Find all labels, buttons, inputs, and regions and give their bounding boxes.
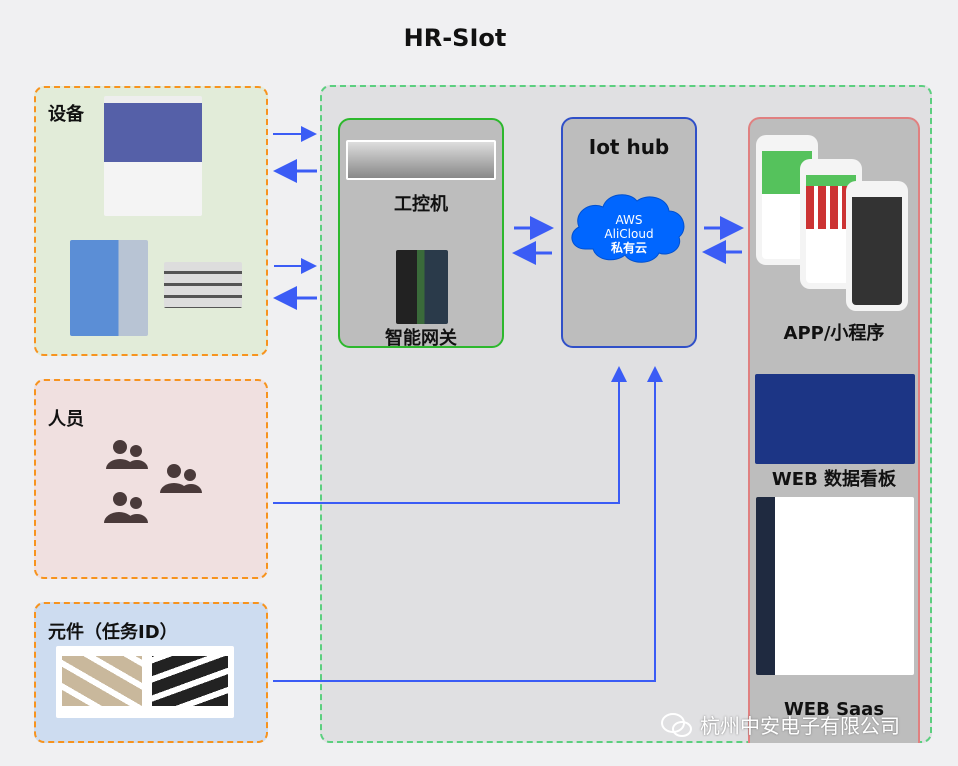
applications-box: APP/小程序 WEB 数据看板 WEB Saas bbox=[748, 117, 920, 743]
watermark: 杭州中安电子有限公司 bbox=[660, 710, 900, 739]
gateway-image bbox=[396, 250, 448, 324]
components-image bbox=[56, 646, 234, 718]
wechat-icon bbox=[661, 712, 692, 737]
cloud-icon bbox=[571, 194, 685, 263]
power-supply-image bbox=[164, 262, 242, 308]
people-icon bbox=[104, 440, 202, 523]
smart-gateway-label: 智能网关 bbox=[385, 328, 457, 349]
watermark-text: 杭州中安电子有限公司 bbox=[700, 714, 900, 738]
equipment-label: 设备 bbox=[48, 104, 84, 125]
cloud-aws-label: AWS bbox=[615, 213, 643, 227]
test-chamber-image bbox=[104, 96, 202, 216]
arrow-components-to-hub bbox=[273, 366, 663, 682]
components-box: 元件（任务ID） bbox=[34, 602, 268, 743]
edge-device-box: 工控机 智能网关 bbox=[338, 118, 504, 349]
cloud-alicloud-label: AliCloud bbox=[604, 227, 654, 241]
dashboard-label: WEB 数据看板 bbox=[771, 469, 897, 490]
saas-screenshot bbox=[756, 497, 914, 675]
saas-label: WEB Saas bbox=[783, 699, 885, 720]
iot-hub-title: Iot hub bbox=[588, 135, 670, 159]
components-label: 元件（任务ID） bbox=[48, 622, 178, 643]
cloud-private-label: 私有云 bbox=[610, 241, 647, 255]
arrow-personnel-to-hub bbox=[273, 366, 627, 504]
app-label: APP/小程序 bbox=[783, 323, 885, 344]
industrial-pc-image bbox=[346, 140, 496, 180]
personnel-label: 人员 bbox=[48, 409, 84, 430]
equipment-box: 设备 bbox=[34, 86, 268, 356]
iot-hub-box: Iot hub AWS AliCloud 私有云 bbox=[561, 117, 697, 348]
diagram-title: HR-SIot bbox=[403, 24, 507, 52]
app-phone-3 bbox=[846, 181, 908, 311]
industrial-pc-label: 工控机 bbox=[394, 194, 448, 215]
personnel-box: 人员 bbox=[34, 379, 268, 579]
oven-image bbox=[70, 240, 148, 336]
dashboard-screenshot bbox=[755, 374, 915, 464]
